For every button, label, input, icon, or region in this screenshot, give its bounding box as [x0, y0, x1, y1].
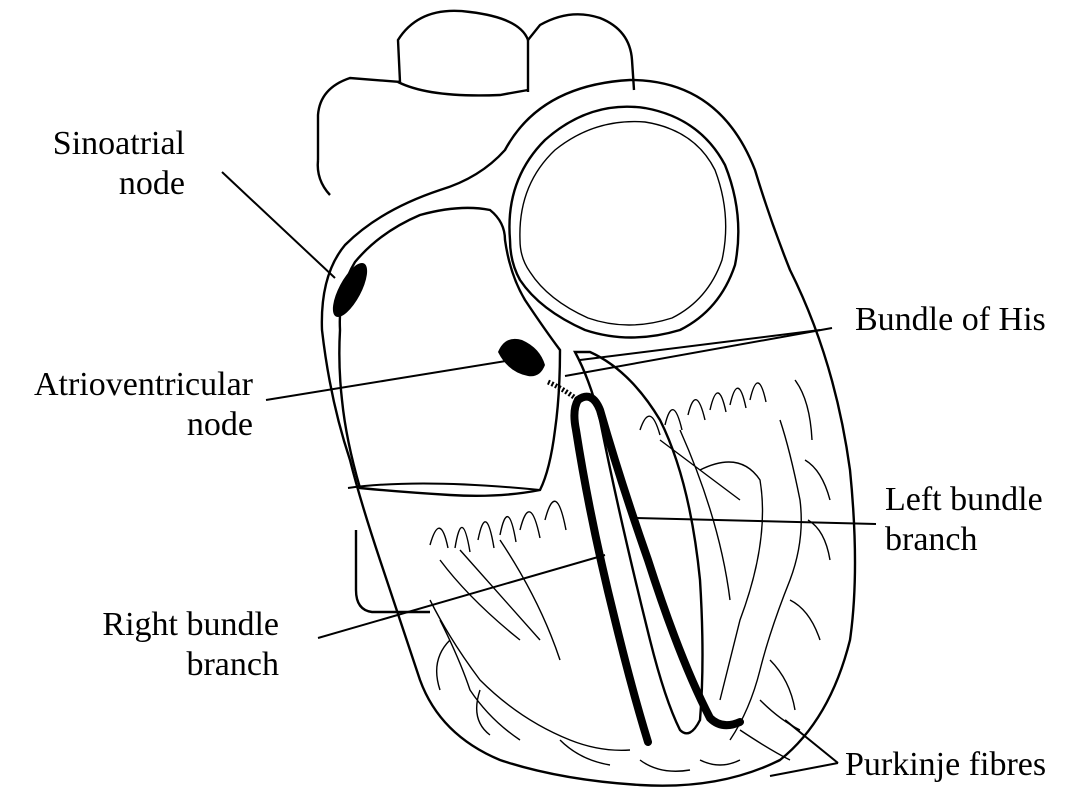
leader-right-bundle — [318, 555, 605, 638]
sinoatrial-node — [326, 258, 374, 321]
label-sinoatrial-node: Sinoatrial node — [40, 124, 185, 204]
heart-outline — [322, 80, 855, 786]
great-vessels — [318, 11, 634, 612]
label-purkinje-fibres: Purkinje fibres — [845, 745, 1046, 785]
label-left-bundle-branch: Left bundle branch — [885, 480, 1043, 560]
label-right-bundle-branch: Right bundle branch — [86, 605, 279, 685]
label-bundle-of-his: Bundle of His — [855, 300, 1046, 340]
left-atrium — [509, 107, 738, 338]
leader-left-bundle — [636, 518, 876, 524]
leader-sinoatrial — [222, 172, 335, 278]
label-atrioventricular-node: Atrioventricular node — [10, 365, 253, 445]
leader-atrioventricular — [266, 360, 512, 400]
conduction-bundles — [548, 382, 740, 742]
atrioventricular-node — [498, 339, 545, 376]
leader-purkinje-2 — [770, 763, 838, 776]
